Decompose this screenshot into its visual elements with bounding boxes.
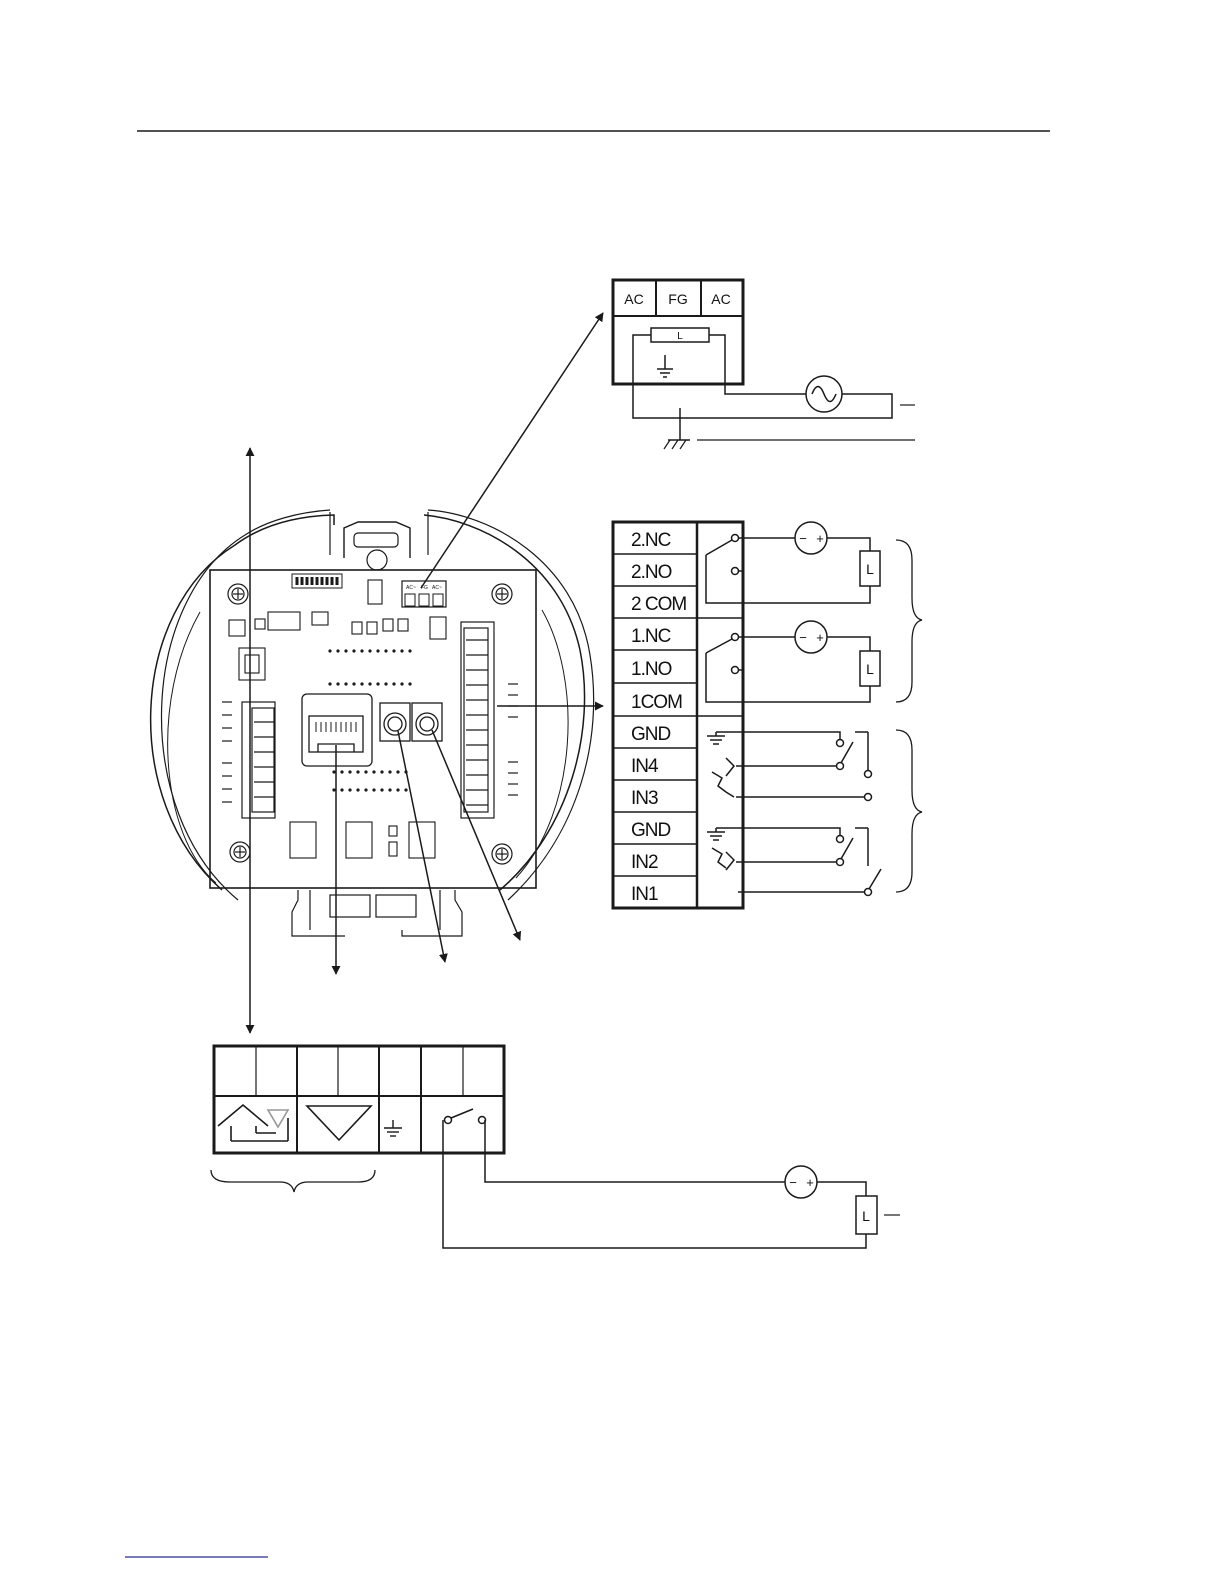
load-resistor-icon-relay-2: L <box>860 551 880 586</box>
power-terminal-ac-2: AC <box>711 291 730 307</box>
load-label-bottom: L <box>862 1208 870 1224</box>
ground-icon-gnd-2 <box>707 832 725 840</box>
io-terminal-1no: 1.NO <box>631 659 672 680</box>
dc-source-minus-r1: − <box>799 630 807 645</box>
brace-icon-bottom <box>211 1170 375 1192</box>
load-label-r1: L <box>866 661 874 677</box>
brace-icon-inputs <box>896 730 922 892</box>
input-amp-icon <box>307 1106 371 1140</box>
io-terminal-block: 2.NC 2.NO 2 COM 1.NC 1.NO 1COM GND IN4 I… <box>613 522 922 908</box>
status-led-icons <box>380 703 442 741</box>
ground-icon <box>657 369 673 377</box>
io-terminal-1nc: 1.NC <box>631 626 671 647</box>
io-terminal-in3: IN3 <box>631 788 658 809</box>
ic-chips <box>290 822 435 858</box>
io-terminal-in2: IN2 <box>631 852 658 873</box>
relay-2-contact-icon <box>706 535 870 604</box>
transistor-icon-in2 <box>712 848 734 870</box>
rj45-port-icon <box>302 694 372 766</box>
input-4-3-switches <box>707 732 872 801</box>
pcb-io-connector <box>461 622 494 818</box>
io-terminal-in4: IN4 <box>631 756 659 777</box>
output-amp-icon <box>218 1105 288 1141</box>
pcb-mark-ac-1: AC~ <box>406 585 416 591</box>
dc-source-plus-r2: + <box>816 531 824 546</box>
alarm-switch-icon <box>443 1109 866 1248</box>
io-terminal-1com: 1COM <box>631 692 682 713</box>
dc-source-icon-relay-1: − + <box>795 621 827 653</box>
ac-source-icon <box>806 376 842 412</box>
earth-ground-icon <box>664 440 690 449</box>
power-terminal-fg: FG <box>668 291 687 307</box>
load-resistor-icon-relay-1: L <box>860 651 880 686</box>
power-terminal-ac-1: AC <box>624 291 643 307</box>
load-label-r2: L <box>866 561 874 577</box>
brace-icon-relays <box>896 540 922 702</box>
relay-1-contact-icon <box>706 634 870 703</box>
fuse-label: L <box>677 331 683 342</box>
io-terminal-2no: 2.NO <box>631 562 672 583</box>
arrow-icon-power <box>421 313 603 588</box>
arrow-icon-led-2 <box>432 730 520 940</box>
ground-icon-bottom <box>384 1120 402 1136</box>
transistor-icon-in4 <box>712 758 734 797</box>
callout-arrows <box>250 313 603 1033</box>
bottom-cable-glands <box>292 890 462 936</box>
dc-source-icon-bottom: − + <box>785 1166 817 1198</box>
load-resistor-icon-bottom: L <box>856 1196 877 1234</box>
dc-source-minus-bottom: − <box>789 1175 797 1190</box>
bottom-terminal-block: − + L <box>211 1046 900 1248</box>
io-terminal-2com: 2 COM <box>631 594 686 615</box>
dc-source-icon-relay-2: − + <box>795 522 827 554</box>
power-terminal-block: AC FG AC L <box>613 280 915 449</box>
dc-source-plus-r1: + <box>816 630 824 645</box>
io-terminal-in1: IN1 <box>631 884 658 905</box>
pcb-mark-ac-2: AC~ <box>432 585 442 591</box>
pcb-bottom-connector <box>242 702 275 818</box>
dc-source-plus-bottom: + <box>806 1175 814 1190</box>
io-terminal-gnd-1: GND <box>631 724 671 745</box>
device-board: AC~ FG AC~ <box>151 510 594 936</box>
fuse-icon: L <box>651 328 709 342</box>
io-terminal-2nc: 2.NC <box>631 530 671 551</box>
arrow-icon-led-1 <box>398 731 445 962</box>
io-terminal-gnd-2: GND <box>631 820 671 841</box>
dc-source-minus-r2: − <box>799 531 807 546</box>
ground-icon-gnd-1 <box>707 736 725 744</box>
